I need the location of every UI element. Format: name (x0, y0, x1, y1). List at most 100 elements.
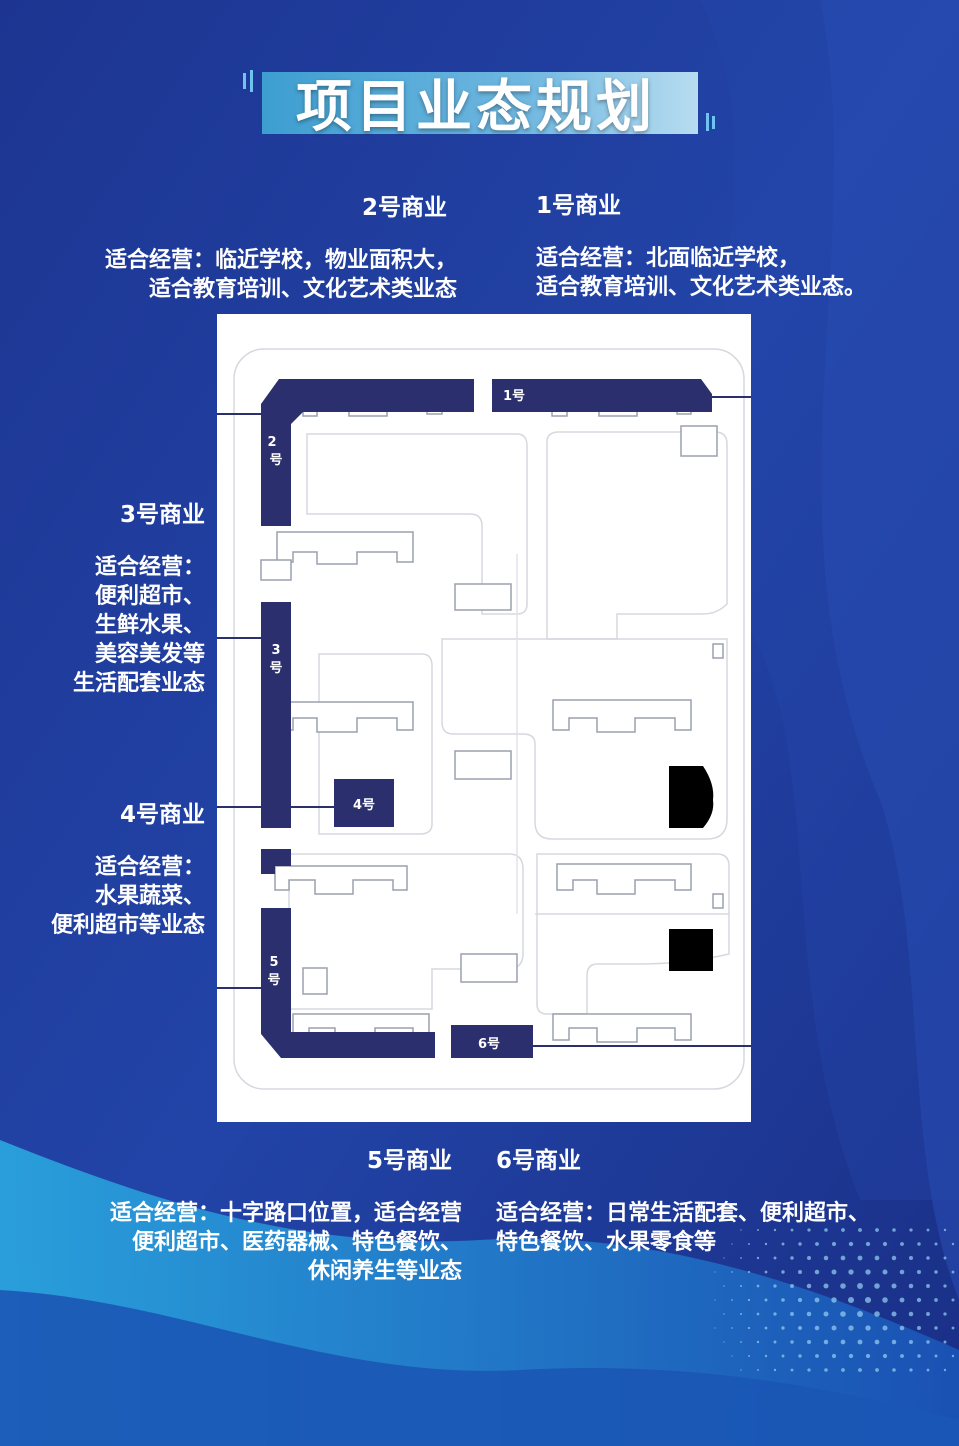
zone-4-desc: 适合经营： 水果蔬菜、 便利超市等业态 (5, 853, 205, 940)
tag-5-suffix: 号 (267, 973, 280, 988)
decor-dot (739, 1312, 743, 1316)
decor-dot (807, 1340, 811, 1344)
decor-dot (926, 1312, 930, 1316)
decor-dot (847, 1296, 855, 1304)
decor-dot (773, 1312, 777, 1316)
commercial-block-4b (261, 849, 291, 874)
decor-dot (909, 1340, 913, 1344)
decor-dot (874, 1311, 880, 1317)
decor-dot (926, 1228, 930, 1232)
decor-dot (781, 1354, 785, 1358)
decor-dot (857, 1339, 863, 1345)
decor-dot (891, 1255, 897, 1261)
decor-dot (841, 1368, 845, 1372)
decor-dot (773, 1228, 777, 1232)
decor-dot (865, 1353, 871, 1359)
decor-dot (740, 1257, 742, 1259)
decor-dot (806, 1311, 812, 1317)
decor-dot (748, 1355, 750, 1357)
zone-4-line: 水果蔬菜、 (94, 884, 205, 909)
zone-5-line: 休闲养生等业态 (307, 1259, 462, 1284)
decor-dot (764, 1326, 768, 1330)
decor-dot (882, 1353, 888, 1359)
decor-dot (909, 1228, 913, 1232)
decor-dot (840, 1255, 846, 1261)
zone-3-line: 适合经营： (94, 555, 205, 580)
zone-6-heading: 6号商业 (496, 1148, 582, 1174)
decor-dot (848, 1241, 854, 1247)
decor-dot (875, 1228, 879, 1232)
decor-dot (764, 1242, 768, 1246)
decor-dot (790, 1256, 794, 1260)
decor-dot (951, 1326, 955, 1330)
building (460, 953, 518, 983)
existing-building (669, 766, 714, 828)
decor-dot (798, 1326, 802, 1330)
decor-dot (900, 1242, 904, 1246)
decor-dot (797, 1297, 803, 1303)
decor-dot (875, 1368, 879, 1372)
decor-dot (790, 1284, 794, 1288)
decor-dot (815, 1354, 819, 1358)
building (552, 1013, 692, 1043)
decor-dot (815, 1242, 819, 1246)
tag-6: 6号 (478, 1037, 500, 1052)
decor-dot (807, 1228, 811, 1232)
zone-2-line: 适合经营：临近学校，物业面积大， (104, 248, 457, 273)
decor-dot (857, 1283, 863, 1289)
decor-dot (756, 1340, 760, 1344)
page-title: 项目业态规划 (296, 75, 656, 140)
zone-5-heading: 5号商业 (367, 1148, 453, 1174)
decor-dot (899, 1325, 905, 1331)
decor-dot (740, 1369, 742, 1371)
decor-dot (864, 1296, 872, 1304)
decor-dot (723, 1313, 725, 1315)
ring-road (233, 348, 745, 1090)
decor-dot (899, 1297, 905, 1303)
decor-dot (934, 1354, 938, 1358)
decor-dot (951, 1242, 955, 1246)
decor-dot (790, 1228, 794, 1232)
decor-dot (814, 1297, 820, 1303)
decor-dot (865, 1241, 871, 1247)
decor-dot (831, 1325, 837, 1331)
decor-dot (926, 1340, 930, 1344)
decor-dot (714, 1327, 716, 1329)
decor-dot (900, 1354, 904, 1358)
block-outline (546, 431, 728, 640)
decor-dot (848, 1325, 854, 1331)
decor-dot (909, 1256, 913, 1260)
decor-dot (723, 1341, 725, 1343)
decor-dot (798, 1270, 802, 1274)
decor-dot (934, 1298, 938, 1302)
building (712, 893, 724, 909)
decor-dot (848, 1353, 854, 1359)
zone-1-line: 适合教育培训、文化艺术类业态。 (536, 275, 867, 300)
block-outline (318, 653, 433, 835)
decor-dot (790, 1312, 794, 1316)
decor-dot (899, 1269, 905, 1275)
decor-dot (882, 1241, 888, 1247)
decor-dot (731, 1243, 733, 1245)
decor-dot (943, 1284, 947, 1288)
decor-dot (943, 1312, 947, 1316)
decor-dot (951, 1270, 955, 1274)
decor-dot (916, 1297, 922, 1303)
decor-dot (823, 1339, 829, 1345)
decor-dot (748, 1243, 750, 1245)
decor-dot (747, 1270, 751, 1274)
decor-dot (831, 1353, 837, 1359)
decor-dot (943, 1256, 947, 1260)
decor-dot (731, 1271, 733, 1273)
building (680, 425, 718, 457)
building (276, 531, 414, 565)
decor-dot (841, 1228, 845, 1232)
decor-dot (943, 1228, 947, 1232)
zone-6-line: 特色餐饮、水果零食等 (496, 1230, 717, 1255)
zone-1-heading: 1号商业 (536, 193, 622, 219)
site-plan: 1号 2 号 3 号 4号 5 号 6号 (217, 314, 751, 1122)
decor-dot (857, 1255, 863, 1261)
decor-dot (840, 1311, 846, 1317)
decor-dot (807, 1256, 811, 1260)
